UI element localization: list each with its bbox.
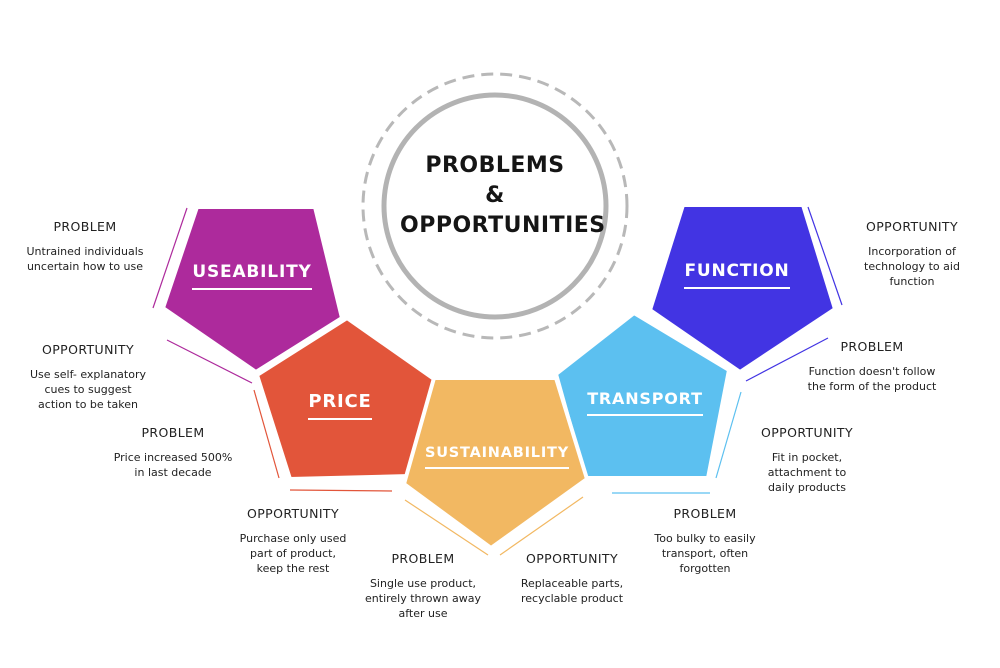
note-line: the form of the product	[807, 380, 937, 393]
note-heading: OPPORTUNITY	[760, 425, 854, 440]
useability-accent-line	[152, 207, 188, 309]
note-line: Fit in pocket,	[771, 451, 843, 464]
note-heading: OPPORTUNITY	[865, 219, 959, 234]
note-heading: PROBLEM	[53, 219, 117, 234]
note-heading: OPPORTUNITY	[41, 342, 135, 357]
useability-problem-note: PROBLEM Untrained individuals uncertain …	[20, 219, 150, 274]
price-accent-line	[253, 389, 280, 479]
transport-pentagon	[554, 311, 731, 480]
note-line: Incorporation of	[868, 245, 956, 258]
note-line: Price increased 500%	[113, 451, 233, 464]
transport-problem-note: PROBLEM Too bulky to easily transport, o…	[638, 506, 772, 576]
transport-accent-line-2	[715, 391, 742, 479]
note-heading: PROBLEM	[141, 425, 205, 440]
sustainability-problem-note: PROBLEM Single use product, entirely thr…	[356, 551, 490, 621]
transport-label: TRANSPORT	[570, 389, 720, 416]
note-line: part of product,	[250, 547, 336, 560]
transport-opportunity-note: OPPORTUNITY Fit in pocket, attachment to…	[748, 425, 866, 495]
price-opportunity-note: OPPORTUNITY Purchase only used part of p…	[228, 506, 358, 576]
note-line: keep the rest	[256, 562, 330, 575]
note-line: after use	[398, 607, 448, 620]
note-line: transport, often	[661, 547, 749, 560]
sustainability-opportunity-note: OPPORTUNITY Replaceable parts, recyclabl…	[505, 551, 639, 606]
center-title-line2: &	[485, 183, 505, 208]
center-title-line1: PROBLEMS	[425, 153, 565, 178]
note-line: Purchase only used	[239, 532, 347, 545]
note-line: recyclable product	[520, 592, 624, 605]
note-line: action to be taken	[38, 398, 138, 411]
note-line: Use self- explanatory	[30, 368, 146, 381]
function-problem-note: PROBLEM Function doesn't follow the form…	[800, 339, 944, 394]
note-line: uncertain how to use	[26, 260, 144, 273]
note-line: entirely thrown away	[365, 592, 481, 605]
note-line: Too bulky to easily	[654, 532, 756, 545]
note-line: cues to suggest	[44, 383, 132, 396]
note-heading: OPPORTUNITY	[246, 506, 340, 521]
price-label: PRICE	[280, 391, 400, 420]
price-accent-line-2	[289, 489, 393, 492]
note-line: Untrained individuals	[26, 245, 144, 258]
note-line: function	[889, 275, 935, 288]
price-pentagon	[255, 316, 436, 481]
note-line: attachment to	[767, 466, 847, 479]
note-heading: PROBLEM	[391, 551, 455, 566]
useability-accent-line-2	[166, 339, 253, 384]
useability-opportunity-note: OPPORTUNITY Use self- explanatory cues t…	[18, 342, 158, 412]
center-dashed-ring	[361, 72, 629, 340]
function-accent-line	[745, 337, 829, 382]
note-heading: PROBLEM	[673, 506, 737, 521]
sustainability-pentagon	[402, 376, 589, 550]
sustainability-label: SUSTAINABILITY	[417, 445, 577, 469]
function-label: FUNCTION	[662, 261, 812, 289]
sustainability-accent-line	[404, 499, 489, 556]
center-title-line3: OPPORTUNITIES	[400, 213, 606, 238]
center-solid-ring	[381, 92, 609, 320]
useability-label: USEABILITY	[172, 262, 332, 290]
note-line: forgotten	[679, 562, 731, 575]
note-line: Single use product,	[369, 577, 477, 590]
note-line: daily products	[768, 481, 846, 494]
function-accent-line-2	[807, 206, 843, 306]
note-line: Function doesn't follow	[808, 365, 936, 378]
note-heading: PROBLEM	[840, 339, 904, 354]
note-line: technology to aid	[864, 260, 960, 273]
function-opportunity-note: OPPORTUNITY Incorporation of technology …	[852, 219, 972, 289]
sustainability-accent-line-2	[499, 496, 584, 556]
price-problem-note: PROBLEM Price increased 500% in last dec…	[103, 425, 243, 480]
note-line: Replaceable parts,	[520, 577, 624, 590]
note-heading: OPPORTUNITY	[525, 551, 619, 566]
note-line: in last decade	[134, 466, 212, 479]
